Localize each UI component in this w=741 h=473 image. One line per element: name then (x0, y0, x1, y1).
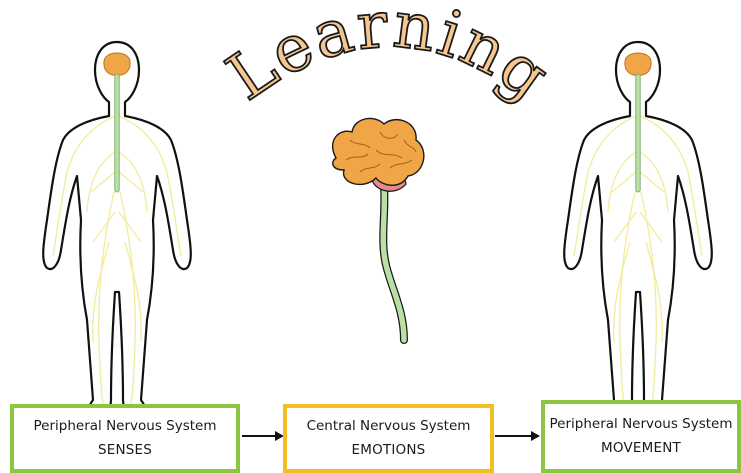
box-title: Central Nervous System (307, 415, 471, 439)
cns-emotions-box: Central Nervous System EMOTIONS (283, 404, 494, 473)
arrow-right (242, 431, 284, 441)
box-subtitle: MOVEMENT (601, 437, 681, 461)
box-title: Peripheral Nervous System (34, 415, 217, 439)
title: Learning (215, 0, 564, 115)
human-body-left (43, 42, 191, 414)
pns-senses-box: Peripheral Nervous System SENSES (10, 404, 240, 473)
pns-movement-box: Peripheral Nervous System MOVEMENT (541, 400, 741, 473)
box-title: Peripheral Nervous System (550, 413, 733, 437)
box-subtitle: EMOTIONS (352, 439, 426, 463)
brain-spinal-cord (333, 118, 424, 340)
box-subtitle: SENSES (98, 439, 152, 463)
arrow-right (495, 431, 540, 441)
human-body-right (564, 42, 712, 414)
